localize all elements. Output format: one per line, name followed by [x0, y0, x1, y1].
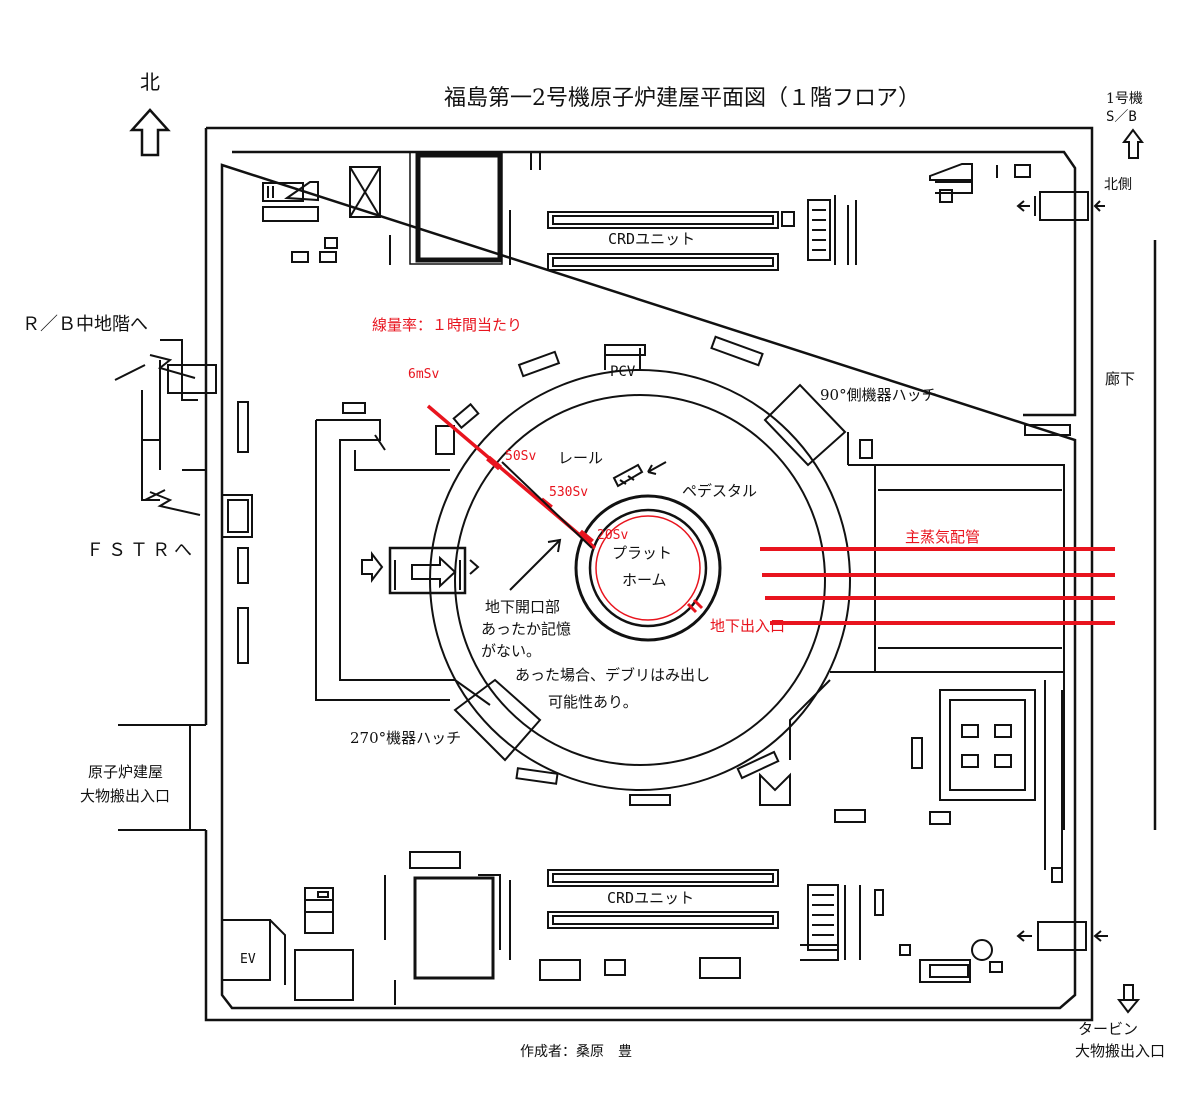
top-right-equipment: [929, 163, 973, 194]
unit1-label: 1号機: [1106, 91, 1143, 107]
pcv-label: PCV: [610, 364, 636, 380]
rb-big-entrance-line2: 大物搬出入口: [80, 787, 171, 805]
crd-unit-top-label: CRDユニット: [608, 230, 696, 248]
inlet-arrow-icon: [361, 551, 384, 583]
east-room-steam: [874, 464, 1065, 673]
rb-mezzanine-door: [167, 364, 217, 394]
bottom-large-room: [413, 876, 495, 980]
corridor-label: 廊下: [1105, 370, 1136, 388]
ev-room: [221, 919, 271, 981]
hatch-90-label: 90°側機器ハッチ: [820, 386, 937, 404]
south-side-door: [1016, 921, 1108, 951]
top-large-room: [415, 152, 503, 263]
north-side-label: 北側: [1104, 177, 1132, 193]
rail-arrow-icon: [647, 461, 667, 475]
turbine-arrow-icon: [1117, 984, 1141, 1014]
hatch-90: [763, 383, 847, 467]
bottom-stair: [304, 887, 334, 934]
dose-6msv-label: 6mSv: [408, 367, 440, 382]
rail-label: レール: [558, 449, 604, 467]
diagram-title: 福島第一2号機原子炉建屋平面図（１階フロア）: [444, 86, 920, 111]
dose-rate-note: 線量率：１時間当たり: [372, 316, 523, 334]
top-stair: [807, 195, 857, 265]
dose-20sv-label: 20Sv: [597, 528, 629, 543]
rb-break-mark: [149, 354, 196, 379]
north-side-door: [1016, 191, 1105, 221]
ev-label: EV: [240, 952, 256, 967]
crd-bottom-upper: [547, 869, 779, 887]
rail: [612, 463, 644, 488]
turbine-label-line1: タービン: [1078, 1020, 1139, 1038]
top-crossed-box: [349, 166, 381, 218]
north-arrow-icon: [129, 108, 171, 157]
underground-entrance-label: 地下出入口: [710, 617, 786, 635]
rb-mezzanine-label: Ｒ／Ｂ中地階へ: [22, 314, 148, 335]
hatch-270-label: 270°機器ハッチ: [350, 729, 462, 747]
crd-bottom-lower: [547, 911, 779, 929]
unit1-arrow-icon: [1122, 128, 1144, 159]
dose-530sv-label: 530Sv: [549, 485, 589, 500]
north-label: 北: [140, 70, 160, 94]
bottom-round-tank: [971, 939, 993, 961]
west-elevator-shaft: [221, 494, 253, 538]
note-line4: あった場合、デブリはみ出し: [515, 666, 711, 684]
building-outer-wall: [204, 126, 1094, 1022]
main-steam-label: 主蒸気配管: [905, 528, 981, 546]
platform-label-line2: ホーム: [622, 571, 667, 589]
west-column-1: [237, 401, 249, 453]
southeast-stairwell: [759, 772, 791, 806]
platform-red-circle: [595, 515, 701, 621]
rb-mezzanine-passage: [141, 339, 206, 501]
note-line5: 可能性あり。: [548, 693, 638, 711]
crd-top-lower: [547, 253, 779, 271]
fstr-break-mark: [149, 491, 201, 516]
fstr-label: ＦＳＴＲへ: [86, 540, 196, 561]
crd-top-upper: [547, 211, 779, 229]
dose-50sv-label: 50Sv: [505, 449, 537, 464]
bottom-stair-right: [807, 884, 839, 951]
note-line1: 地下開口部: [485, 598, 561, 616]
pedestal-label: ペデスタル: [682, 482, 758, 500]
note-line3: がない。: [481, 642, 542, 660]
southeast-room: [789, 671, 1065, 830]
pedestal-inner: [588, 508, 708, 628]
author-label: 作成者：桑原 豊: [520, 1044, 632, 1060]
pedestal-outer: [574, 494, 722, 642]
top-equipment-a: [262, 182, 304, 202]
transfer-arrow-icon: [411, 555, 457, 589]
crd-unit-bottom-label: CRDユニット: [607, 889, 695, 907]
platform-label-line1: プラット: [612, 544, 673, 562]
transfer-box: [388, 546, 467, 595]
pcv-inner-wall: [454, 394, 826, 766]
note-line2: あったか記憶: [481, 620, 572, 638]
rb-big-entrance-line1: 原子炉建屋: [88, 763, 164, 781]
building-inner-wall: [220, 150, 1077, 1010]
turbine-label-line2: 大物搬出入口: [1075, 1042, 1166, 1060]
southeast-equipment-block: [939, 689, 1036, 801]
unit1-sb-label: S／B: [1106, 109, 1137, 125]
note-pointer-arrow: [509, 538, 562, 591]
pointer-line: [501, 461, 593, 549]
hatch-270: [453, 678, 542, 762]
